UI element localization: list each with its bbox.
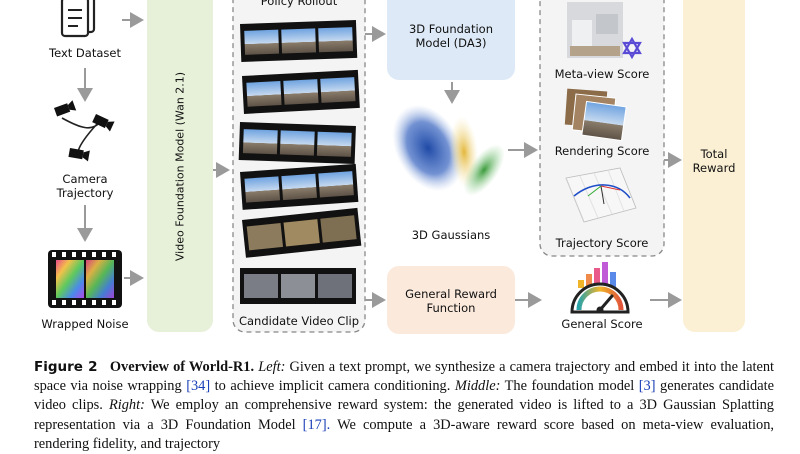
- general-reward-label: General Reward Function: [387, 287, 515, 315]
- trajectory-plot: [565, 167, 637, 223]
- camera-trajectory-icon: [54, 100, 115, 162]
- caption-middle-label: Middle:: [454, 378, 501, 395]
- meta-view-logo-icon: [622, 36, 642, 60]
- foundation-3d-label-line1: 3D Foundation: [408, 22, 494, 36]
- film-strip-3: [238, 122, 356, 165]
- figure-graphics: [48, 0, 745, 334]
- total-reward-box: [683, 0, 745, 332]
- meta-view-image: [567, 2, 623, 58]
- rendering-score-label: Rendering Score: [554, 144, 650, 158]
- video-foundation-model-box: [147, 0, 213, 332]
- total-reward-label: Total Reward: [683, 147, 745, 175]
- caption-right-label: Right:: [108, 397, 145, 414]
- foundation-3d-label-line2: Model (DA3): [415, 36, 487, 50]
- total-reward-label-line2: Reward: [692, 161, 736, 175]
- caption-middle-text-2: generates candidate video clips.: [34, 378, 774, 414]
- general-score-gauge-icon: [570, 262, 630, 314]
- caption-ref-17[interactable]: [17].: [302, 416, 331, 433]
- text-dataset-label: Text Dataset: [49, 46, 121, 60]
- caption-middle-text-1: The foundation model: [504, 378, 635, 395]
- gaussians-3d-label: 3D Gaussians: [411, 228, 491, 242]
- camera-trajectory-label-line2: Trajectory: [56, 186, 114, 200]
- caption-left-text-2: to achieve implicit camera conditioning.: [214, 378, 451, 395]
- overview-figure: Text Dataset Camera Trajectory Wrapped N…: [40, 0, 745, 334]
- meta-view-score-label: Meta-view Score: [554, 67, 650, 81]
- caption-title: Overview of World-R1.: [109, 359, 255, 375]
- camera-trajectory-label: Camera Trajectory: [40, 172, 130, 200]
- general-reward-box: [387, 266, 515, 334]
- caption-left-label: Left:: [258, 359, 286, 375]
- caption-figure-label: Figure 2: [34, 359, 98, 375]
- caption-left-text-1: Given a text prompt, we synthesize a cam…: [34, 359, 775, 395]
- caption-ref-3[interactable]: [3]: [638, 378, 656, 395]
- general-score-label: General Score: [561, 317, 643, 331]
- film-strip-5: [242, 207, 362, 258]
- general-reward-label-line1: General Reward: [405, 287, 497, 301]
- caption-right-text-1: We employ an comprehensive reward system…: [34, 397, 774, 433]
- video-foundation-model-label: Video Foundation Model (Wan 2.1): [173, 71, 187, 262]
- caption-ref-34[interactable]: [34]: [186, 378, 211, 395]
- rendering-image: [564, 88, 627, 142]
- film-strip-4: [240, 163, 359, 210]
- foundation-3d-box: [387, 0, 515, 80]
- text-dataset-icon: [60, 0, 96, 38]
- policy-rollout-label: Policy Rollout: [260, 0, 338, 8]
- camera-trajectory-label-line1: Camera: [62, 172, 108, 186]
- trajectory-score-label: Trajectory Score: [555, 236, 649, 250]
- film-strip-6: [240, 268, 356, 304]
- candidate-video-clip-label: Candidate Video Clip: [238, 314, 360, 328]
- general-reward-label-line2: Function: [426, 301, 476, 315]
- foundation-3d-label: 3D Foundation Model (DA3): [387, 22, 515, 50]
- wrapped-noise-icon: [48, 250, 122, 308]
- film-strip-2: [242, 69, 360, 114]
- wrapped-noise-label: Wrapped Noise: [41, 317, 129, 331]
- figure-caption: Figure 2 Overview of World-R1. Left: Giv…: [34, 358, 774, 454]
- total-reward-label-line1: Total: [700, 147, 728, 161]
- film-strip-1: [239, 19, 358, 62]
- gaussians-3d-icon: [392, 104, 505, 196]
